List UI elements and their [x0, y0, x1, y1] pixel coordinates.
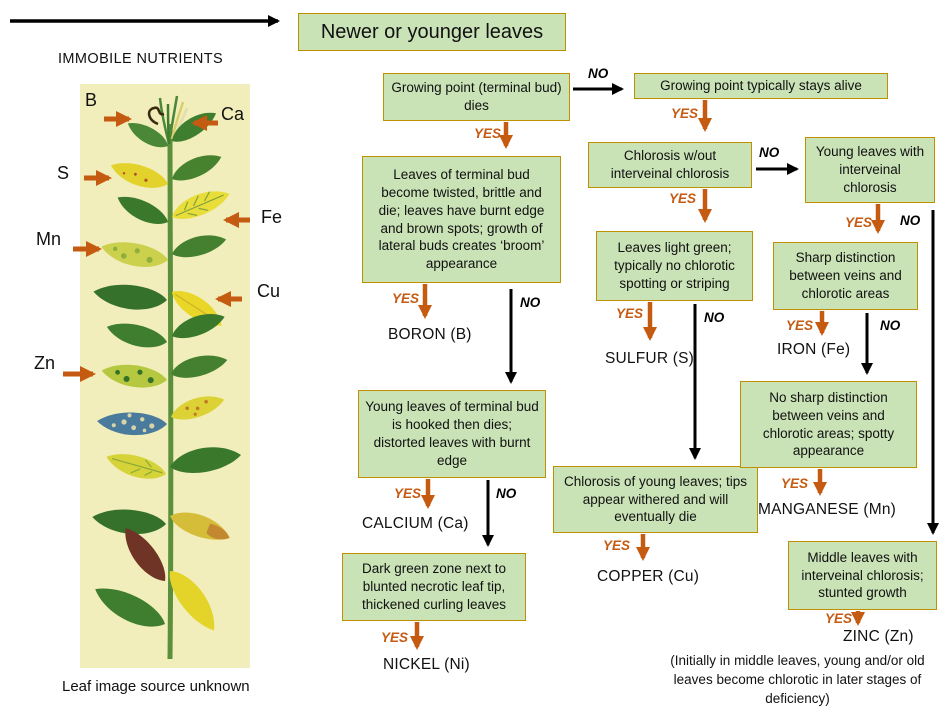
yes-label: YES: [786, 318, 814, 333]
label-manganese: Mn: [36, 229, 62, 249]
yes-label: YES: [392, 291, 420, 306]
no-label: NO: [880, 318, 901, 333]
box-terminal-bud-hooked: Young leaves of terminal bud is hooked t…: [358, 390, 546, 478]
zinc-note: (Initially in middle leaves, young and/o…: [670, 653, 925, 706]
leaf: [95, 588, 165, 627]
leaf: [171, 355, 228, 378]
leaf: [106, 323, 167, 348]
yes-label: YES: [671, 106, 699, 121]
box-young-leaves-interveinal: Young leaves with interveinal chlorosis: [805, 137, 935, 203]
yes-label: YES: [394, 486, 422, 501]
leaf: [117, 196, 168, 224]
yes-label: YES: [845, 215, 873, 230]
zinc-leaf: [101, 364, 167, 388]
maroon-leaf: [125, 528, 166, 581]
title-newer-or-younger-leaves: Newer or younger leaves: [298, 13, 566, 51]
no-label: NO: [520, 295, 541, 310]
leaf: [106, 454, 166, 479]
result-sulfur: SULFUR (S): [605, 350, 694, 367]
label-zinc: Zn: [34, 353, 56, 373]
no-label: NO: [759, 145, 780, 160]
label-iron: Fe: [261, 207, 283, 227]
box-growing-point-dies: Growing point (terminal bud) dies: [383, 73, 570, 121]
box-no-sharp-distinction: No sharp distinction between veins and c…: [740, 381, 917, 468]
result-copper: COPPER (Cu): [597, 568, 700, 585]
shoot-blade-yellow: [170, 101, 185, 140]
label-boron: B: [85, 90, 98, 110]
blue-spotted-leaf: [97, 412, 167, 436]
yellow-leaf: [169, 571, 215, 631]
box-leaves-twisted-brittle: Leaves of terminal bud become twisted, b…: [362, 156, 561, 283]
label-copper: Cu: [257, 281, 281, 301]
box-leaves-light-green: Leaves light green; typically no chlorot…: [596, 231, 753, 301]
yes-label: YES: [603, 538, 631, 553]
result-zinc: ZINC (Zn): [843, 628, 914, 645]
box-dark-green-zone: Dark green zone next to blunted necrotic…: [342, 553, 526, 621]
no-label: NO: [900, 213, 921, 228]
manganese-leaf: [101, 242, 168, 267]
mottled-orange-leaf: [170, 512, 231, 540]
result-boron: BORON (B): [388, 326, 472, 343]
plant-caption: Leaf image source unknown: [62, 678, 250, 695]
box-growing-point-stays-alive: Growing point typically stays alive: [634, 73, 888, 99]
result-iron: IRON (Fe): [777, 341, 851, 358]
sulfur-leaf: [110, 163, 168, 188]
no-label: NO: [588, 66, 609, 81]
label-sulfur: S: [57, 163, 70, 183]
box-chlorosis-without-interveinal: Chlorosis w/out interveinal chlorosis: [588, 142, 752, 188]
yes-label: YES: [474, 126, 502, 141]
yes-label: YES: [616, 306, 644, 321]
box-sharp-distinction: Sharp distinction between veins and chlo…: [773, 242, 918, 310]
leaf: [127, 123, 168, 148]
leaf: [172, 155, 222, 181]
iron-leaf: [172, 191, 230, 219]
yes-label: YES: [669, 191, 697, 206]
yes-label: YES: [781, 476, 809, 491]
shoot-blade: [166, 103, 171, 145]
box-chlorosis-young-leaves: Chlorosis of young leaves; tips appear w…: [553, 466, 758, 533]
terminal-bud: [147, 95, 189, 145]
label-calcium: Ca: [221, 104, 245, 124]
no-label: NO: [704, 310, 725, 325]
leaf: [93, 284, 167, 310]
spotted-yellow-leaf: [171, 396, 225, 420]
leaf: [92, 509, 166, 535]
leaf: [172, 314, 225, 339]
result-nickel: NICKEL (Ni): [383, 656, 470, 673]
result-manganese: MANGANESE (Mn): [758, 501, 897, 518]
box-middle-leaves-interveinal: Middle leaves with interveinal chlorosis…: [788, 541, 937, 610]
leaf: [170, 447, 242, 473]
leaf: [172, 235, 227, 258]
boron-shoot: [147, 106, 165, 126]
no-label: NO: [496, 486, 517, 501]
yes-label: YES: [381, 630, 409, 645]
result-calcium: CALCIUM (Ca): [362, 515, 469, 532]
plant-illustration: [80, 84, 250, 668]
immobile-nutrients-label: IMMOBILE NUTRIENTS: [58, 51, 224, 67]
yes-label: YES: [825, 611, 853, 626]
